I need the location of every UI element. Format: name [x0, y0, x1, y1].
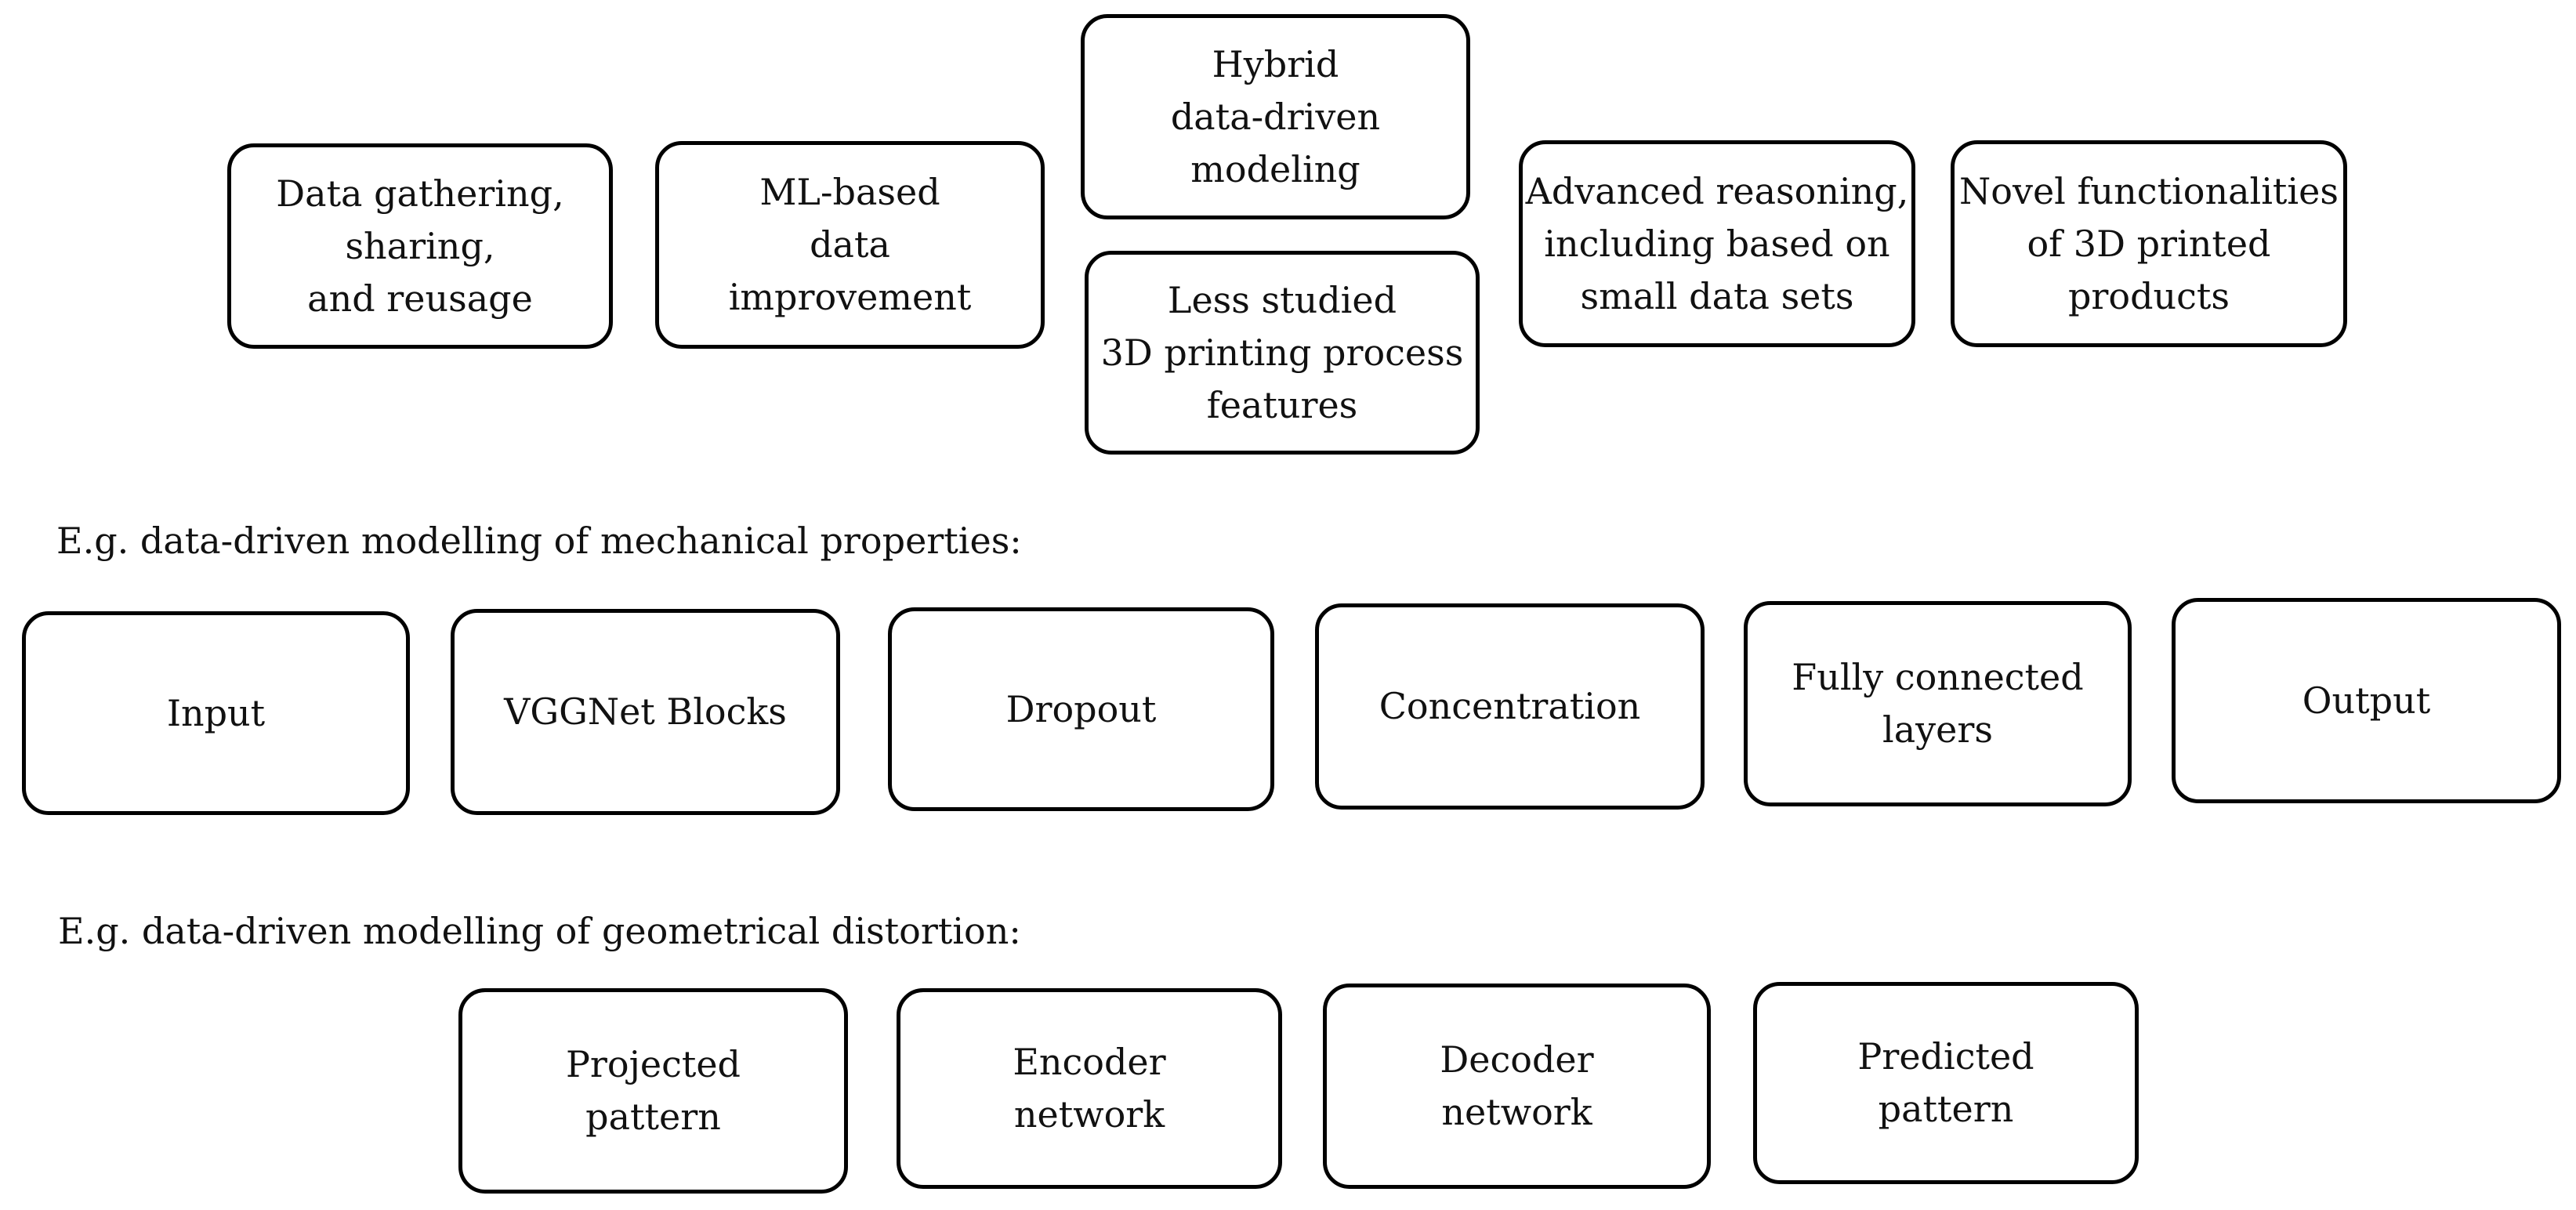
- advanced-reasoning-box: Advanced reasoning, including based on s…: [1519, 140, 1915, 347]
- output-label: Output: [2302, 679, 2431, 722]
- dropout-label: Dropout: [1005, 687, 1157, 730]
- decoder-network-label: Decoder network: [1440, 1038, 1594, 1133]
- projected-pattern-label: Projected pattern: [565, 1043, 741, 1138]
- advanced-reasoning-label: Advanced reasoning, including based on s…: [1525, 169, 1909, 317]
- predicted-pattern-label: Predicted pattern: [1857, 1035, 2034, 1130]
- encoder-network-box: Encoder network: [897, 988, 1282, 1189]
- vggnet-label: VGGNet Blocks: [504, 690, 787, 733]
- mechanical-caption: E.g. data-driven modelling of mechanical…: [56, 520, 1022, 562]
- concentration-label: Concentration: [1379, 685, 1641, 727]
- vggnet-box: VGGNet Blocks: [451, 609, 840, 815]
- concentration-box: Concentration: [1315, 603, 1705, 810]
- hybrid-modeling-label: Hybrid data-driven modeling: [1170, 42, 1381, 190]
- decoder-network-box: Decoder network: [1323, 984, 1711, 1189]
- ml-improvement-box: ML-based data improvement: [655, 141, 1045, 349]
- dropout-box: Dropout: [888, 607, 1274, 811]
- novel-functionalities-label: Novel functionalities of 3D printed prod…: [1959, 169, 2339, 317]
- encoder-network-label: Encoder network: [1013, 1041, 1166, 1136]
- input-label: Input: [166, 691, 266, 734]
- data-gathering-label: Data gathering, sharing, and reusage: [276, 172, 564, 320]
- less-studied-label: Less studied 3D printing process feature…: [1100, 278, 1464, 426]
- data-gathering-box: Data gathering, sharing, and reusage: [227, 143, 613, 349]
- input-box: Input: [22, 611, 410, 815]
- projected-pattern-box: Projected pattern: [458, 988, 848, 1194]
- fully-connected-label: Fully connected layers: [1792, 656, 2084, 751]
- ml-improvement-label: ML-based data improvement: [728, 171, 972, 318]
- predicted-pattern-box: Predicted pattern: [1753, 982, 2139, 1184]
- geometrical-caption: E.g. data-driven modelling of geometrica…: [58, 910, 1021, 952]
- less-studied-box: Less studied 3D printing process feature…: [1085, 251, 1480, 455]
- hybrid-modeling-box: Hybrid data-driven modeling: [1081, 14, 1470, 219]
- fully-connected-box: Fully connected layers: [1744, 601, 2132, 806]
- output-box: Output: [2172, 598, 2561, 803]
- novel-functionalities-box: Novel functionalities of 3D printed prod…: [1951, 140, 2347, 347]
